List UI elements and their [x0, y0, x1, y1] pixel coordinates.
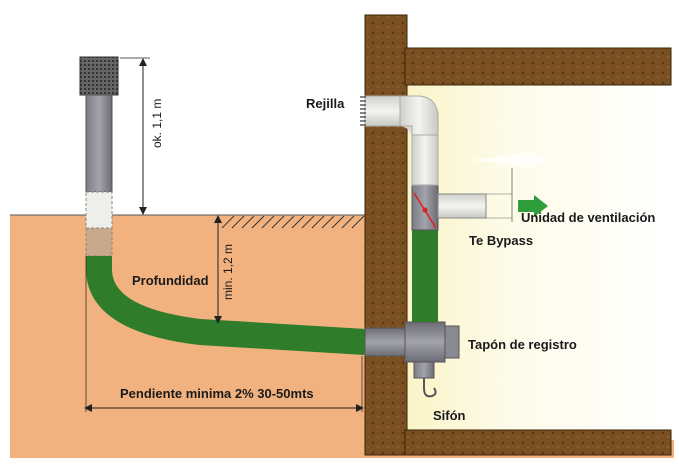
- siphon-trap: [423, 378, 437, 398]
- airflow-arrow: [518, 195, 548, 217]
- tee-body: [404, 321, 446, 363]
- label-sifon: Sifón: [433, 408, 466, 423]
- intake-tower-pipe: [85, 94, 113, 193]
- wall-sleeve: [364, 327, 406, 357]
- label-profundidad: Profundidad: [132, 273, 209, 288]
- label-unidad: Unidad de ventilación: [521, 210, 655, 225]
- grille-fins: [360, 96, 366, 126]
- indoor-riser-green: [412, 230, 438, 322]
- wall-grille-pipe: [364, 95, 404, 127]
- elbow-body: [399, 95, 439, 136]
- house-interior: [405, 85, 670, 430]
- label-te-bypass: Te Bypass: [469, 233, 533, 248]
- label-rejilla: Rejilla: [306, 96, 345, 111]
- floor-slab: [404, 429, 672, 456]
- exterior-wall: [364, 14, 408, 456]
- ground-hatch: [221, 215, 365, 229]
- inspection-cap: [444, 325, 460, 359]
- intake-coupling: [85, 191, 113, 229]
- depth-dim-label: min. 1,2 m: [221, 244, 235, 300]
- roof-slab: [404, 47, 672, 86]
- buried-pipe: [86, 256, 366, 355]
- drain-stub: [413, 361, 435, 379]
- bypass-branch: [437, 193, 487, 219]
- label-tapon: Tapón de registro: [468, 337, 577, 352]
- intake-grille: [79, 56, 119, 96]
- height-dim-label: ok. 1,1 m: [150, 99, 164, 148]
- label-pendiente: Pendiente minima 2% 30-50mts: [120, 386, 314, 401]
- intake-buried-section: [85, 227, 113, 257]
- bypass-damper-pivot: [422, 207, 428, 213]
- ghost-arrow: [470, 152, 548, 168]
